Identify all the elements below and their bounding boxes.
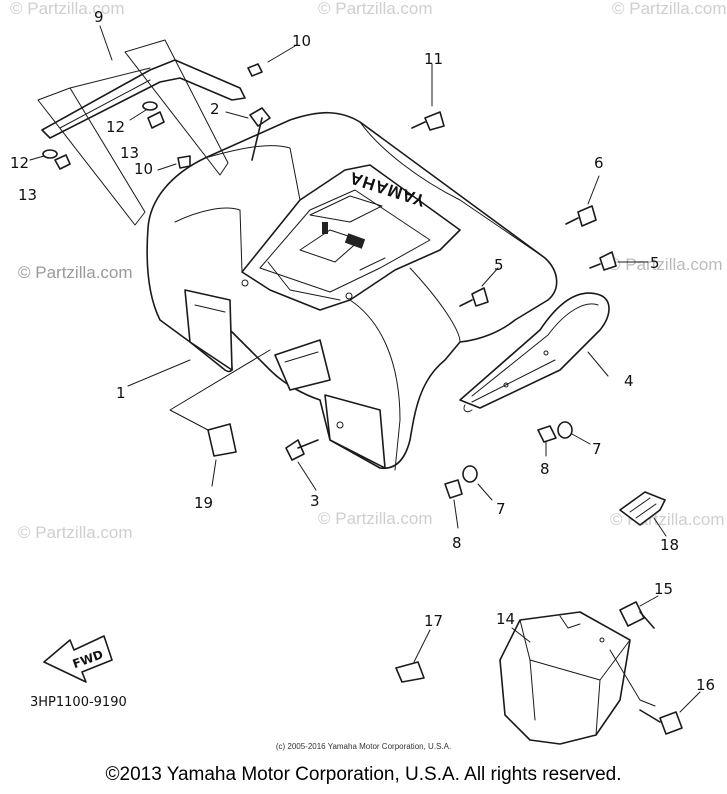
- leader-lines: [29, 25, 701, 713]
- washer-7b: [462, 465, 478, 483]
- pad-17: [395, 661, 425, 683]
- callout-16: 16: [696, 676, 715, 694]
- callout-11: 11: [424, 50, 443, 68]
- callout-17: 17: [424, 612, 443, 630]
- callout-15: 15: [654, 580, 673, 598]
- callout-19: 19: [194, 494, 213, 512]
- watermark-text: © Partzilla.com: [608, 255, 723, 274]
- copyright-notice: ©2013 Yamaha Motor Corporation, U.S.A. A…: [105, 764, 622, 785]
- callout-9: 9: [94, 8, 104, 26]
- fasteners: [42, 63, 683, 735]
- bolt-15: [619, 601, 655, 629]
- rear-flap: [459, 292, 610, 413]
- watermark-text: © Partzilla.com: [318, 0, 433, 18]
- nut-8a: [537, 425, 557, 443]
- watermark-text: © Partzilla.com: [18, 523, 133, 542]
- callout-12: 12: [10, 154, 29, 172]
- watermark-text: © Partzilla.com: [18, 263, 133, 282]
- washer-7a: [557, 421, 573, 439]
- screw-5b: [459, 287, 489, 307]
- callout-13: 13: [120, 144, 139, 162]
- screw-10b: [177, 155, 191, 169]
- callout-18: 18: [660, 536, 679, 554]
- callout-3: 3: [310, 492, 320, 510]
- callout-8: 8: [452, 534, 462, 552]
- nut-13b: [54, 154, 71, 170]
- bracket: [37, 39, 246, 226]
- callout-6: 6: [594, 154, 604, 172]
- screw-3: [285, 439, 319, 461]
- callout-2: 2: [210, 100, 220, 118]
- washer-12b: [42, 149, 58, 159]
- callout-13: 13: [18, 186, 37, 204]
- callout-5: 5: [650, 254, 660, 272]
- watermark-text: © Partzilla.com: [318, 509, 433, 528]
- watermark-text: © Partzilla.com: [10, 0, 125, 18]
- callout-8: 8: [540, 460, 550, 478]
- callout-10: 10: [292, 32, 311, 50]
- screw-6: [565, 205, 597, 227]
- callout-5: 5: [494, 256, 504, 274]
- rear-fender: YAMAHA: [146, 111, 558, 471]
- callout-4: 4: [624, 372, 634, 390]
- watermark-text: © Partzilla.com: [612, 0, 727, 18]
- bolt-16: [639, 709, 683, 735]
- drawing-code: 3HP1100-9190: [30, 695, 127, 710]
- screw-11: [411, 111, 445, 131]
- clip-18: [619, 491, 666, 526]
- tool-box-14: [499, 611, 656, 745]
- callout-10: 10: [134, 160, 153, 178]
- nut-13a: [147, 111, 165, 129]
- nut-8b: [444, 479, 463, 499]
- forward-arrow: FWD: [43, 635, 113, 683]
- screw-10a: [247, 63, 263, 77]
- callout-12: 12: [106, 118, 125, 136]
- callout-7: 7: [496, 500, 506, 518]
- washer-12a: [142, 101, 158, 111]
- small-plate: [169, 349, 271, 457]
- callout-14: 14: [496, 610, 515, 628]
- callout-7: 7: [592, 440, 602, 458]
- small-copyright: (c) 2005-2016 Yamaha Motor Corporation, …: [275, 742, 452, 751]
- bolt-2: [249, 107, 271, 161]
- callout-numbers: 9 10 2 12 13 12 13 10 11 6 5 5 1 4 7 8 7…: [10, 8, 715, 694]
- callout-1: 1: [116, 384, 126, 402]
- screw-5a: [589, 251, 617, 271]
